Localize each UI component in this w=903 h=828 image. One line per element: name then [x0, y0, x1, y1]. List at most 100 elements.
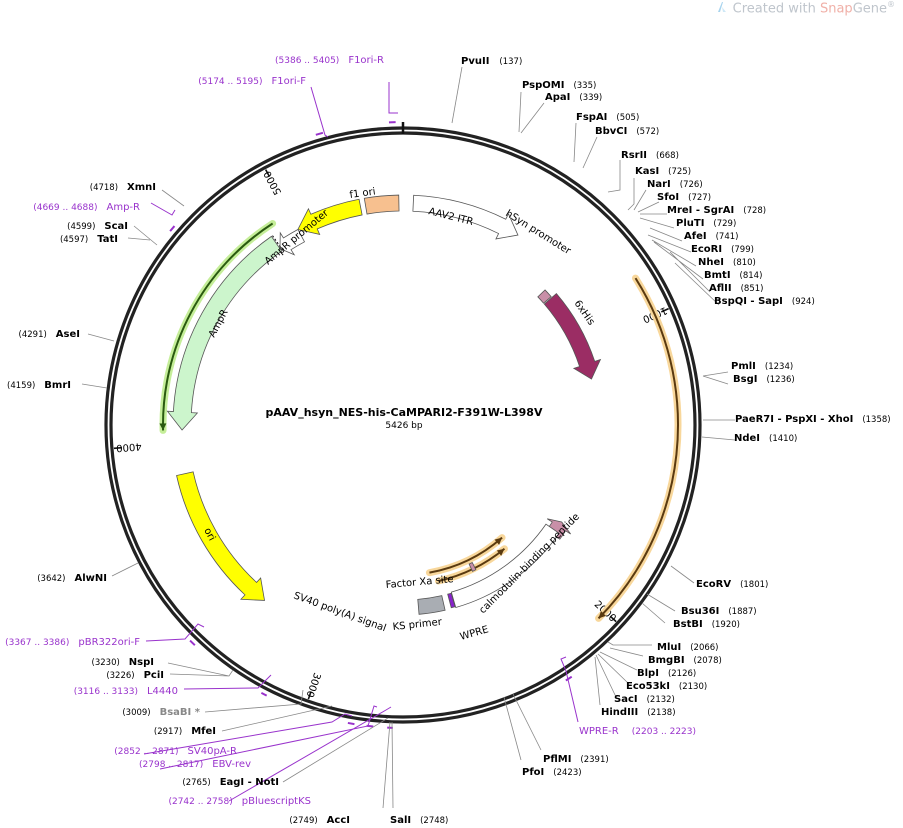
primer-leader-lines — [143, 82, 579, 802]
feature-layer — [166, 121, 602, 729]
orf-calmodulin-region[interactable] — [597, 277, 679, 620]
feature-hsyn-promoter[interactable] — [412, 194, 519, 240]
enzyme-mfei[interactable]: (2917)MfeI — [154, 726, 216, 737]
orf-wpre-2-arrowhead — [494, 537, 503, 545]
enzyme-bmti[interactable]: BmtI(814) — [704, 270, 762, 281]
tick-mark-5000 — [264, 169, 271, 178]
enzyme-fspai[interactable]: FspAI(505) — [576, 112, 639, 123]
feature-label-wpre[interactable]: WPRE — [459, 624, 490, 643]
feature-ampr-promoter[interactable] — [279, 228, 306, 256]
feature-label-factor-xa[interactable]: Factor Xa site — [385, 574, 454, 591]
enzyme-alwni[interactable]: (3642)AlwNI — [37, 573, 107, 584]
enzyme-bstbi[interactable]: BstBI(1920) — [673, 619, 740, 630]
enzyme-ndei[interactable]: NdeI(1410) — [734, 433, 797, 444]
snapgene-logo-icon — [717, 2, 726, 13]
enzyme-kasi[interactable]: KasI(725) — [635, 166, 691, 177]
enzyme-asei[interactable]: (4291)AseI — [19, 329, 80, 340]
enzyme-pflmi[interactable]: PflMI(2391) — [543, 754, 609, 765]
primer-l4440[interactable]: (3116 .. 3133)L4440 — [74, 686, 178, 697]
orf-wpre-1-arrowhead — [496, 548, 505, 556]
feature-aav2-itr[interactable] — [363, 194, 400, 215]
feature-label-sv40-polya[interactable]: SV40 poly(A) signal — [292, 590, 388, 634]
primer-pbluescriptks[interactable]: (2742 .. 2758)pBluescriptKS — [168, 796, 311, 807]
enzyme-pfoi[interactable]: PfoI(2423) — [522, 767, 582, 778]
feature-label-calmodulin-binding-peptide[interactable]: calmodulin-binding peptide — [477, 512, 582, 617]
enzyme-bsu36i[interactable]: Bsu36I(1887) — [681, 606, 757, 617]
enzyme-mrei-sgrai[interactable]: MreI - SgrAI(728) — [667, 205, 766, 216]
feature-ks-primer[interactable] — [447, 592, 456, 609]
primer-site-sv40pa-r[interactable] — [347, 721, 355, 726]
feature-ampr[interactable] — [166, 235, 283, 431]
enzyme-mlui[interactable]: MluI(2066) — [657, 642, 718, 653]
enzyme-pcii[interactable]: (3226)PciI — [106, 670, 164, 681]
tick-label-4000: 4000 — [116, 440, 142, 453]
enzyme-nari[interactable]: NarI(726) — [647, 179, 703, 190]
feature-label-ori[interactable]: ori — [201, 526, 217, 543]
tick-mark-4000 — [113, 446, 122, 450]
feature-calmodulin[interactable] — [543, 293, 602, 380]
primer-site-wpre-r[interactable] — [565, 675, 573, 682]
primer-site-amp-r[interactable] — [169, 225, 176, 232]
tick-mark-3000 — [307, 691, 312, 700]
enzyme-eco53ki[interactable]: Eco53kI(2130) — [626, 681, 707, 692]
enzyme-pmli[interactable]: PmlI(1234) — [731, 361, 793, 372]
orf-ampr[interactable] — [162, 222, 274, 431]
enzyme-nspi[interactable]: (3230)NspI — [92, 657, 154, 668]
primer-amp-r[interactable]: (4669 .. 4688)Amp-R — [33, 202, 140, 213]
primer-f1ori-f[interactable]: (5174 .. 5195)F1ori-F — [198, 76, 306, 87]
tick-mark-1000 — [660, 307, 669, 313]
enzyme-paer7i-pspxi-xhoi[interactable]: PaeR7I - PspXI - XhoI(1358) — [735, 414, 891, 425]
enzyme-blpi[interactable]: BlpI(2126) — [637, 668, 696, 679]
enzyme-aflii[interactable]: AflII(851) — [709, 283, 763, 294]
feature-wpre[interactable] — [450, 523, 560, 609]
enzyme-nhei[interactable]: NheI(810) — [698, 257, 756, 268]
enzyme-apai[interactable]: ApaI(339) — [545, 92, 602, 103]
enzyme-bspqi-sapi[interactable]: BspQI - SapI(924) — [714, 296, 815, 307]
enzyme-bbvci[interactable]: BbvCI(572) — [595, 126, 659, 137]
feature-label-ks-primer[interactable]: KS primer — [392, 617, 443, 633]
feature-factor-xa-site[interactable] — [468, 561, 477, 572]
feature-ori[interactable] — [176, 471, 266, 601]
primer-pbr322ori-f[interactable]: (3367 .. 3386)pBR322ori-F — [5, 637, 140, 648]
feature-6xhis[interactable] — [537, 289, 552, 304]
enzyme-xmni[interactable]: (4718)XmnI — [90, 182, 156, 193]
ampr-signal-divider — [272, 235, 284, 251]
primer-sv40pa-r[interactable]: (2852 .. 2871)SV40pA-R — [114, 746, 237, 757]
enzyme-bsabi[interactable]: (3009)BsaBI * — [122, 707, 200, 718]
enzyme-leader-lines — [81, 66, 736, 809]
primer-site-pbr322ori-f[interactable] — [189, 639, 196, 646]
enzyme-afei[interactable]: AfeI(741) — [684, 231, 738, 242]
orf-ampr-arrowhead — [159, 423, 167, 431]
primer-labels: (5386 .. 5405)F1ori-R (5174 .. 5195)F1or… — [5, 55, 696, 807]
enzyme-scai[interactable]: (4599)ScaI — [67, 221, 128, 232]
enzyme-saci[interactable]: SacI(2132) — [614, 694, 675, 705]
feature-label-calmodulin[interactable]: calmodulin — [607, 328, 637, 390]
feature-f1-ori[interactable] — [297, 198, 363, 235]
primer-f1ori-r[interactable]: (5386 .. 5405)F1ori-R — [275, 55, 384, 66]
feature-label-f1-ori[interactable]: f1 ori — [349, 186, 376, 201]
enzyme-sali[interactable]: SalI(2748) — [390, 815, 448, 826]
enzyme-hindiii[interactable]: HindIII(2138) — [601, 707, 676, 718]
enzyme-bmgbi[interactable]: BmgBI(2078) — [648, 655, 722, 666]
feature-sv40-poly-a-signal[interactable] — [417, 595, 446, 615]
enzyme-bmri[interactable]: (4159)BmrI — [7, 380, 71, 391]
enzyme-ecorv[interactable]: EcoRV(1801) — [696, 579, 768, 590]
enzyme-rsrii[interactable]: RsrII(668) — [621, 150, 679, 161]
watermark-prefix: Created with — [732, 1, 820, 17]
enzyme-eagi-noti[interactable]: (2765)EagI - NotI — [182, 777, 279, 788]
backbone — [104, 122, 702, 724]
enzyme-tati[interactable]: (4597)TatI — [60, 234, 118, 245]
enzyme-pvuii[interactable]: PvuII(137) — [461, 56, 522, 67]
enzyme-ecori[interactable]: EcoRI(799) — [691, 244, 754, 255]
enzyme-pluti[interactable]: PluTI(729) — [676, 218, 736, 229]
primer-site-f1ori-f[interactable] — [315, 131, 324, 136]
enzyme-bsgi[interactable]: BsgI(1236) — [733, 374, 795, 385]
primer-ebv-rev[interactable]: (2798 .. 2817)EBV-rev — [139, 759, 251, 770]
enzyme-pspomi[interactable]: PspOMI(335) — [522, 80, 596, 91]
primer-wpre-r[interactable]: WPRE-R(2203 .. 2223) — [579, 726, 696, 737]
enzyme-acci[interactable]: (2749)AccI — [289, 815, 350, 826]
enzyme-sfoi[interactable]: SfoI(727) — [657, 192, 711, 203]
primer-site-l4440[interactable] — [260, 691, 268, 697]
